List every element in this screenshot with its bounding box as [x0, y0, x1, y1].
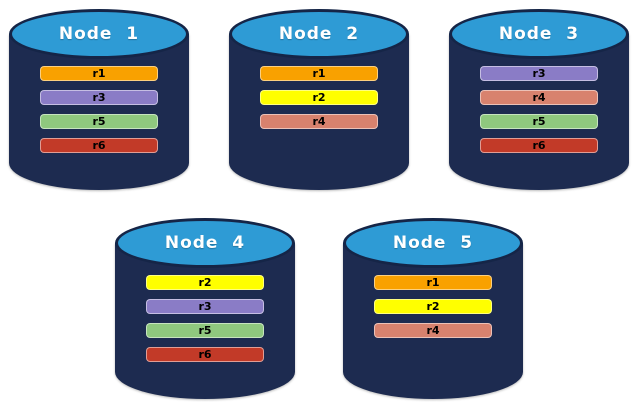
- node-title: Node 4: [164, 233, 246, 253]
- cylinder-body: [449, 34, 629, 190]
- replica-bar-list: r3 r4 r5 r6: [480, 66, 598, 153]
- node-title: Node 5: [392, 233, 474, 253]
- replica-bar-r1: r1: [260, 66, 378, 81]
- node-row-bottom: Node 4 r2 r3 r5 r6 Node 5 r1 r2 r4: [0, 218, 638, 399]
- node-title: Node 3: [498, 24, 580, 44]
- replica-bar-r6: r6: [40, 138, 158, 153]
- node-cylinder: Node 2 r1 r2 r4: [229, 9, 409, 190]
- replica-bar-r1: r1: [40, 66, 158, 81]
- replica-bar-r3: r3: [480, 66, 598, 81]
- replica-bar-r2: r2: [146, 275, 264, 290]
- node-cylinder: Node 3 r3 r4 r5 r6: [449, 9, 629, 190]
- cylinder-body: [115, 243, 295, 399]
- node-cylinder: Node 4 r2 r3 r5 r6: [115, 218, 295, 399]
- replica-bar-r6: r6: [480, 138, 598, 153]
- replica-bar-r2: r2: [260, 90, 378, 105]
- cylinder-top-ellipse: Node 1: [9, 9, 189, 59]
- replica-bar-list: r1 r3 r5 r6: [40, 66, 158, 153]
- replica-bar-r5: r5: [480, 114, 598, 129]
- replica-bar-r4: r4: [260, 114, 378, 129]
- replica-bar-r3: r3: [40, 90, 158, 105]
- node-cylinder: Node 5 r1 r2 r4: [343, 218, 523, 399]
- replica-bar-r6: r6: [146, 347, 264, 362]
- replica-bar-list: r1 r2 r4: [374, 275, 492, 338]
- replica-bar-r3: r3: [146, 299, 264, 314]
- replica-bar-r5: r5: [40, 114, 158, 129]
- replica-bar-r5: r5: [146, 323, 264, 338]
- replica-bar-r1: r1: [374, 275, 492, 290]
- replica-bar-list: r2 r3 r5 r6: [146, 275, 264, 362]
- cylinder-body: [343, 243, 523, 399]
- cylinder-body: [9, 34, 189, 190]
- cylinder-top-ellipse: Node 5: [343, 218, 523, 268]
- replica-bar-list: r1 r2 r4: [260, 66, 378, 129]
- cylinder-top-ellipse: Node 2: [229, 9, 409, 59]
- cylinder-top-ellipse: Node 3: [449, 9, 629, 59]
- replica-bar-r4: r4: [374, 323, 492, 338]
- cylinder-body: [229, 34, 409, 190]
- replica-bar-r4: r4: [480, 90, 598, 105]
- cylinder-top-ellipse: Node 4: [115, 218, 295, 268]
- replica-bar-r2: r2: [374, 299, 492, 314]
- node-title: Node 1: [58, 24, 140, 44]
- node-title: Node 2: [278, 24, 360, 44]
- node-cylinder: Node 1 r1 r3 r5 r6: [9, 9, 189, 190]
